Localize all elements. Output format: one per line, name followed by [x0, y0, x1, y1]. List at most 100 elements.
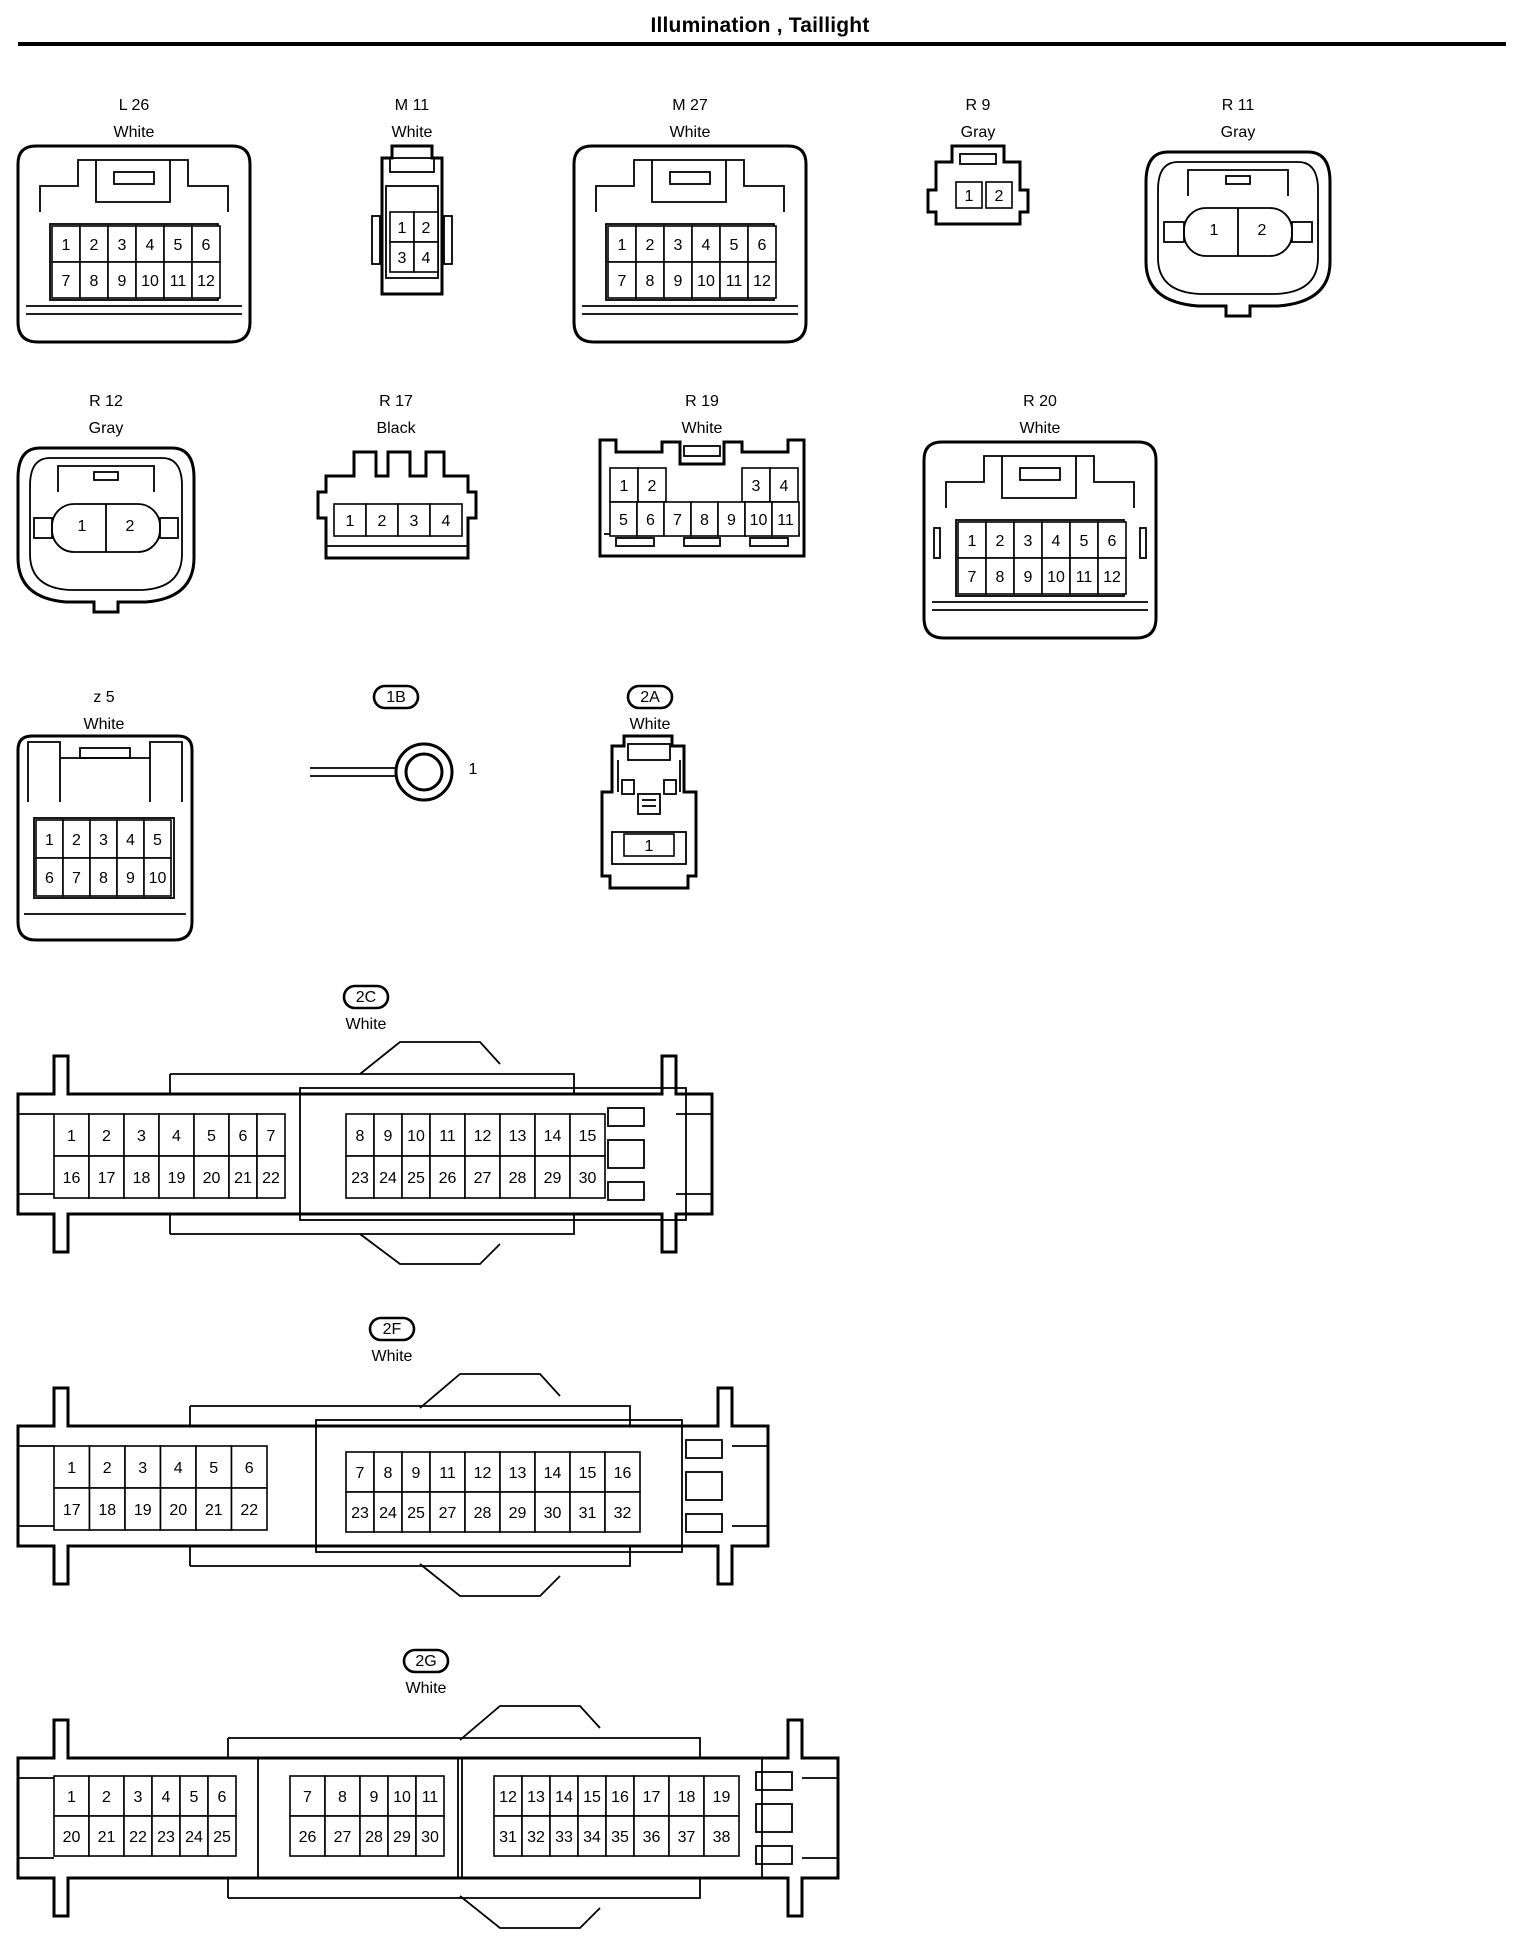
pin-cell	[636, 501, 665, 537]
pin-cell	[193, 1155, 230, 1199]
pin-label: 28	[474, 1505, 492, 1522]
pin-cell	[429, 1155, 466, 1199]
pin-label: 5	[190, 1789, 199, 1806]
housing-outline	[39, 159, 229, 212]
housing-outline	[33, 817, 175, 899]
pin-label: 9	[370, 1789, 379, 1806]
connector-id-oval	[402, 1648, 450, 1674]
pin-label: 2	[102, 1789, 111, 1806]
pin-label: 28	[509, 1170, 527, 1187]
housing-outline	[1163, 221, 1185, 243]
pin-label: 5	[209, 1460, 218, 1477]
housing-outline	[190, 1546, 631, 1567]
pin-label: 1	[67, 1128, 76, 1145]
pin-cell	[345, 1155, 375, 1199]
pin-label: 12	[474, 1128, 492, 1145]
pin-cell	[703, 1775, 740, 1817]
pin-label: 11	[439, 1465, 456, 1482]
pin-label: 26	[299, 1829, 317, 1846]
connector-color: White	[630, 716, 671, 733]
pin-label: 15	[583, 1789, 601, 1806]
pin-label: 25	[213, 1829, 231, 1846]
housing-outline	[685, 1439, 723, 1459]
pin-cell	[143, 857, 172, 897]
housing-outline	[1001, 456, 1077, 499]
pin-label: 4	[162, 1789, 171, 1806]
pin-label: 4	[422, 250, 431, 267]
pin-label: 9	[118, 273, 127, 290]
pin-label: 1	[62, 237, 71, 254]
pin-cell	[635, 225, 665, 263]
connector-name: 2C	[356, 989, 376, 1006]
pin-cell	[955, 181, 983, 209]
pin-label: 3	[138, 1460, 147, 1477]
connector-color: White	[114, 124, 155, 141]
pin-label: 1	[645, 838, 654, 855]
connector-name: R 9	[966, 97, 991, 114]
connector-id-oval	[368, 1316, 416, 1342]
housing-outline	[33, 517, 53, 539]
housing-outline	[380, 144, 444, 296]
housing-outline	[16, 734, 194, 942]
pin-label: 3	[137, 1128, 146, 1145]
pin-label: 30	[421, 1829, 439, 1846]
pin-cell	[191, 225, 221, 263]
housing-outline	[755, 1771, 793, 1791]
pin-label: 3	[99, 832, 108, 849]
pin-label: 3	[410, 513, 419, 530]
connector-id-oval	[342, 984, 390, 1010]
pin-label: 20	[169, 1502, 187, 1519]
pin-cell	[635, 261, 665, 299]
pin-label: 6	[758, 237, 767, 254]
connector-id-oval	[626, 684, 674, 710]
pin-label: 31	[499, 1829, 517, 1846]
pin-label: 28	[365, 1829, 383, 1846]
pin-cell	[633, 1815, 670, 1857]
pin-label: 5	[730, 237, 739, 254]
pin-label: 10	[1047, 569, 1065, 586]
connector-name: R 17	[379, 393, 413, 410]
pin-label: 13	[509, 1128, 527, 1145]
pin-cell	[690, 501, 719, 537]
pin-label: 11	[777, 512, 794, 529]
pin-label: 2	[102, 1128, 111, 1145]
pin-cell	[116, 857, 145, 897]
pin-cell	[569, 1155, 606, 1199]
pin-cell	[256, 1155, 286, 1199]
pin-label: 21	[234, 1170, 252, 1187]
housing-outline	[637, 793, 661, 815]
housing-outline	[755, 1803, 793, 1833]
page-title: Illumination , Taillight	[650, 14, 870, 37]
pin-cell	[324, 1815, 361, 1857]
pin-cell	[151, 1815, 181, 1857]
pin-cell	[668, 1815, 705, 1857]
pin-label: 12	[474, 1465, 492, 1482]
pin-label: 37	[678, 1829, 696, 1846]
pin-label: 14	[555, 1789, 573, 1806]
pin-cell	[691, 225, 721, 263]
pin-label: 33	[555, 1829, 573, 1846]
pin-cell	[415, 1815, 445, 1857]
pin-label: 17	[98, 1170, 116, 1187]
housing-outline	[669, 171, 711, 185]
pin-label: 10	[750, 512, 768, 529]
housing-outline	[359, 1233, 501, 1265]
housing-outline	[257, 1757, 459, 1879]
pin-label: 12	[197, 273, 215, 290]
connector-name: R 20	[1023, 393, 1057, 410]
pin-cell	[151, 1775, 181, 1817]
housing-outline	[1187, 169, 1289, 196]
housing-outline	[79, 747, 131, 759]
pin-label: 2	[996, 533, 1005, 550]
pin-label: 8	[356, 1128, 365, 1145]
pin-label: 10	[697, 273, 715, 290]
connector-color: White	[372, 1348, 413, 1365]
pin-label: 16	[63, 1170, 81, 1187]
housing-outline	[945, 455, 1135, 508]
pin-cell	[79, 225, 109, 263]
pin-label: 1	[346, 513, 355, 530]
pin-label: 8	[996, 569, 1005, 586]
pin-label: 20	[63, 1829, 81, 1846]
pin-cell	[163, 261, 193, 299]
pin-cell	[499, 1491, 536, 1533]
